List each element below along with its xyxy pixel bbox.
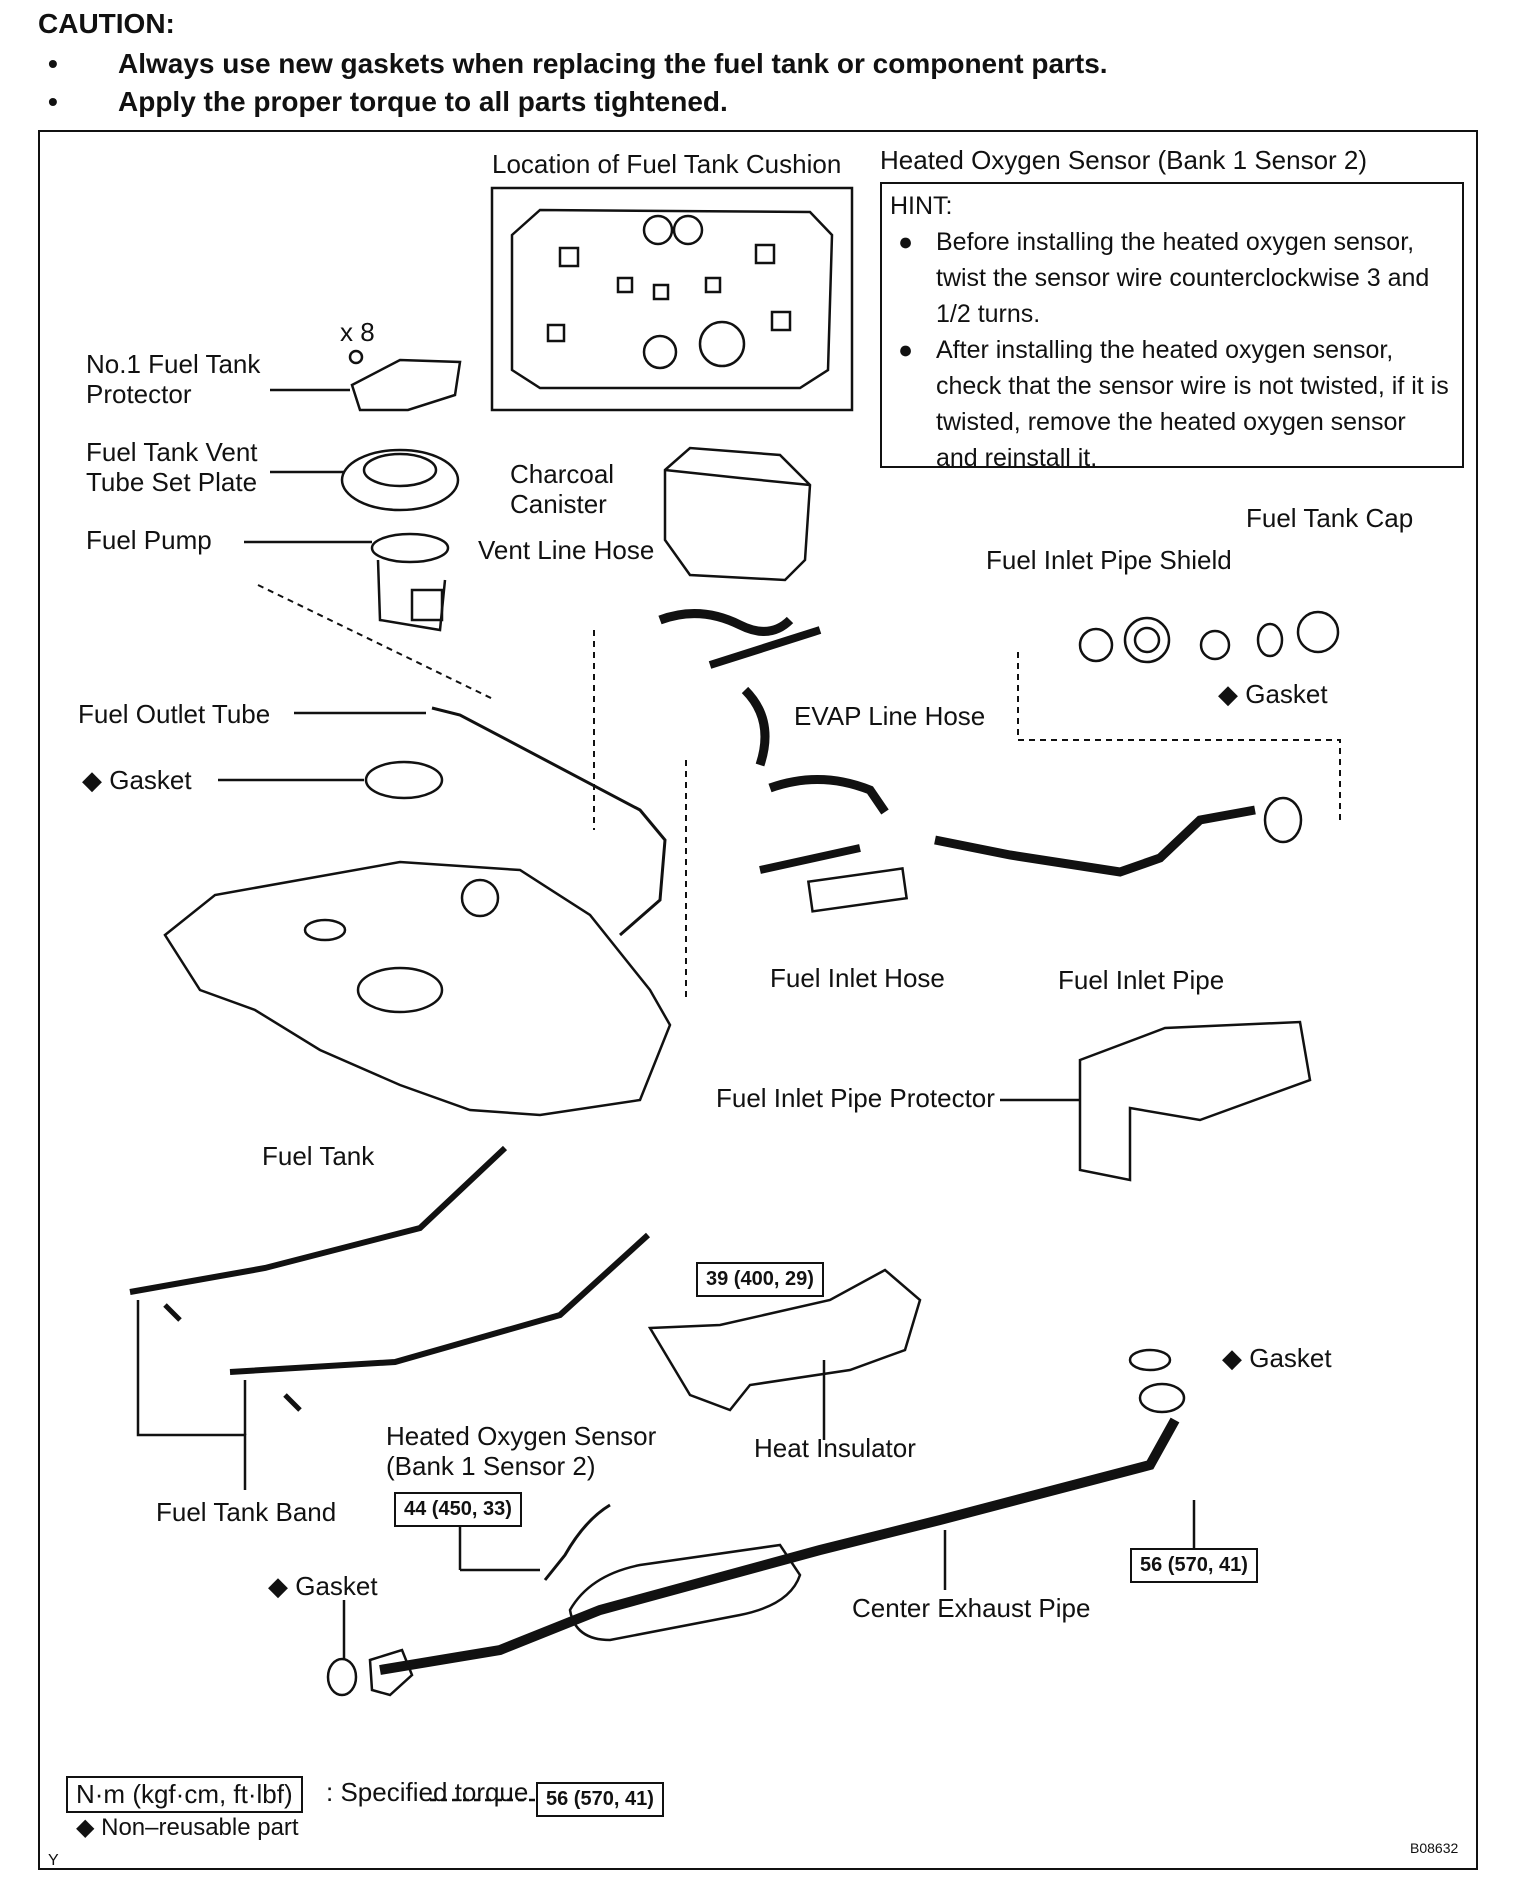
heat-insulator	[647, 1268, 922, 1412]
front-gasket	[326, 1657, 358, 1697]
vent-plate	[340, 448, 460, 512]
label-qty: x 8	[340, 317, 375, 347]
fuel-inlet-hose	[806, 867, 909, 913]
inlet-shield	[1123, 616, 1171, 664]
label-inlet-pipe-protector: Fuel Inlet Pipe Protector	[716, 1083, 995, 1113]
fuel-tank-cap	[1296, 610, 1340, 654]
label-fuel-inlet-pipe: Fuel Inlet Pipe	[1058, 965, 1225, 995]
fuel-pump	[370, 532, 450, 564]
label-gasket-cap: ◆ Gasket	[1218, 679, 1328, 709]
legend-nonreusable: ◆ Non–reusable part	[76, 1814, 299, 1841]
hint-header: Heated Oxygen Sensor (Bank 1 Sensor 2)	[880, 145, 1368, 175]
label-fuel-inlet-hose: Fuel Inlet Hose	[770, 963, 945, 993]
label-evap-line-hose: EVAP Line Hose	[794, 701, 986, 731]
torque-oxygen-sensor: 44 (450, 33)	[394, 1492, 522, 1527]
label-fuel-tank: Fuel Tank	[262, 1141, 375, 1171]
label-fuel-tank-cap: Fuel Tank Cap	[1246, 503, 1414, 533]
inlet-pipe-protector	[1078, 1020, 1312, 1182]
caution-item: •Always use new gaskets when replacing t…	[48, 48, 1108, 79]
hint-item: ●Before installing the heated oxygen sen…	[898, 228, 1430, 328]
protector-plate	[350, 358, 462, 412]
inset-box	[490, 186, 854, 412]
label-gasket-exhaust: ◆ Gasket	[1222, 1343, 1332, 1373]
fuel-outlet-tube	[431, 706, 667, 937]
diagram-frame	[38, 130, 1478, 1870]
figure-code: B08632	[1410, 1840, 1459, 1856]
fuel-inlet-pipe	[934, 805, 1256, 877]
legend-unit-desc: : Specified torque	[326, 1777, 529, 1807]
torque-exhaust-rear: 56 (570, 41)	[1130, 1548, 1258, 1583]
caution-item: •Apply the proper torque to all parts ti…	[48, 86, 728, 117]
exhaust-gasket	[1128, 1348, 1172, 1372]
legend-unit: N·m (kgf·cm, ft·lbf)	[66, 1776, 303, 1813]
center-exhaust-pipe	[379, 1417, 1180, 1675]
hint-label: HINT:	[890, 192, 953, 220]
label-center-exhaust-pipe: Center Exhaust Pipe	[852, 1593, 1091, 1623]
vent-line-hose	[658, 609, 794, 636]
hint-item: ●After installing the heated oxygen sens…	[898, 336, 1449, 472]
corner-mark: Y	[48, 1852, 59, 1869]
torque-exhaust-front: 56 (570, 41)	[536, 1782, 664, 1817]
pump-gasket	[364, 760, 444, 800]
label-protector: No.1 Fuel Tank Protector	[86, 349, 261, 409]
charcoal-canister	[663, 446, 812, 582]
inset-title: Location of Fuel Tank Cushion	[492, 149, 842, 179]
torque-insulator: 39 (400, 29)	[696, 1262, 824, 1297]
fuel-tank	[163, 860, 672, 1117]
label-fuel-outlet-tube: Fuel Outlet Tube	[78, 699, 271, 729]
muffler	[568, 1543, 802, 1642]
label-vent-plate: Fuel Tank Vent Tube Set Plate	[86, 437, 258, 497]
hint-box: HINT: ●Before installing the heated oxyg…	[880, 182, 1464, 472]
label-fuel-pump: Fuel Pump	[86, 525, 212, 555]
label-heat-insulator: Heat Insulator	[754, 1433, 916, 1463]
label-gasket-front: ◆ Gasket	[268, 1571, 378, 1601]
inset-tank-outline	[510, 208, 834, 390]
label-vent-line-hose: Vent Line Hose	[478, 535, 655, 565]
tank-band-1	[129, 1145, 508, 1295]
label-oxygen-sensor: Heated Oxygen Sensor (Bank 1 Sensor 2)	[386, 1421, 657, 1481]
caution-title: CAUTION:	[38, 8, 175, 39]
label-charcoal-canister: Charcoal Canister	[510, 459, 615, 519]
label-gasket-pump: ◆ Gasket	[82, 765, 192, 795]
label-fuel-tank-band: Fuel Tank Band	[156, 1497, 337, 1527]
oxygen-sensor	[543, 1503, 611, 1581]
tank-band-2	[229, 1232, 651, 1375]
label-inlet-shield: Fuel Inlet Pipe Shield	[986, 545, 1232, 575]
